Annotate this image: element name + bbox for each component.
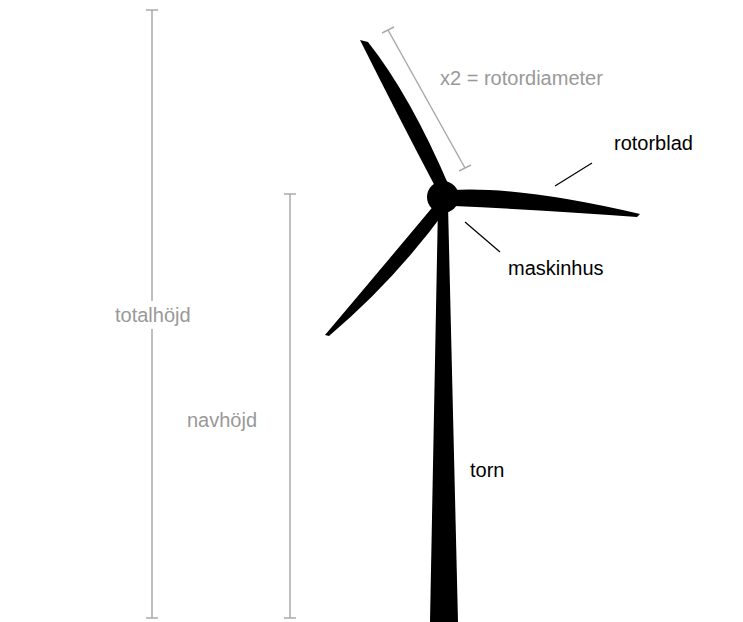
leader-line xyxy=(465,222,500,252)
dimension-brackets xyxy=(146,10,471,618)
part-label: x2 = rotordiameter xyxy=(440,66,603,90)
bracket-tick xyxy=(284,193,296,195)
rotor-blade xyxy=(360,40,449,190)
nacelle-hub xyxy=(427,181,459,213)
leader-line xyxy=(555,163,592,186)
part-label: totalhöjd xyxy=(112,301,194,329)
rotor-blade xyxy=(325,203,446,336)
part-label: navhöjd xyxy=(187,408,257,432)
bracket-tick xyxy=(382,27,394,33)
bracket-tick xyxy=(146,9,158,11)
part-label: maskinhus xyxy=(508,256,604,280)
leader-lines xyxy=(465,163,592,252)
rotor-blade xyxy=(452,190,640,218)
turbine xyxy=(325,40,640,622)
bracket-tick xyxy=(284,617,296,619)
bracket-tick xyxy=(459,165,471,171)
tower xyxy=(430,205,458,622)
hub-height-bracket xyxy=(289,194,291,618)
part-label: torn xyxy=(470,458,504,482)
bracket-tick xyxy=(146,617,158,619)
part-label: rotorblad xyxy=(614,131,693,155)
